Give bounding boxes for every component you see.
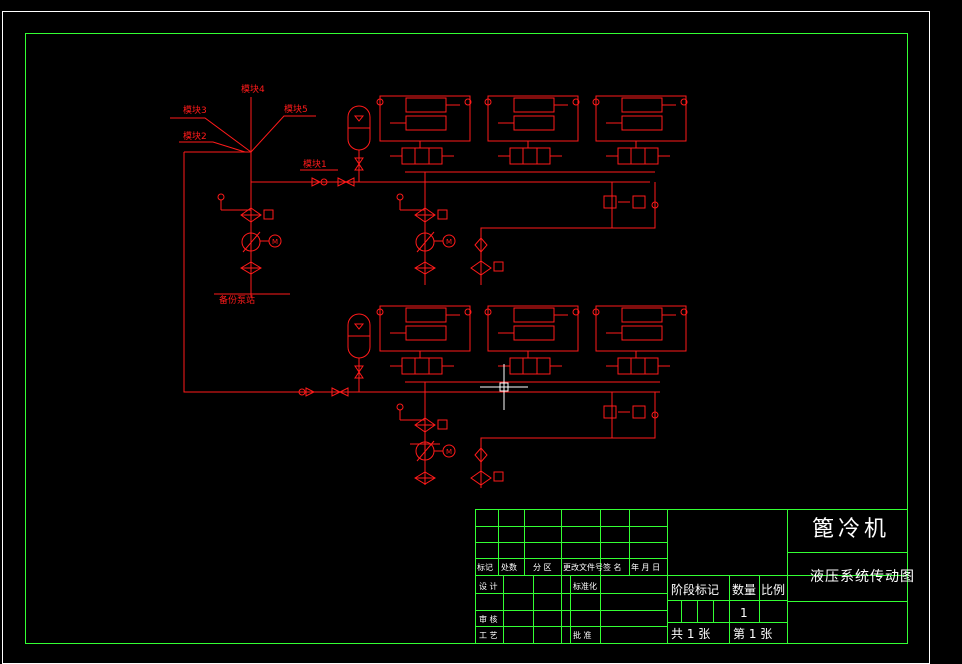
module-leaders <box>170 97 316 153</box>
review-label: 审 核 <box>479 614 498 624</box>
label-block3: 模块3 <box>183 104 207 116</box>
stage-mark-label: 阶段标记 <box>671 582 719 597</box>
label-block5: 模块5 <box>284 103 308 115</box>
svg-text:M: M <box>446 448 452 456</box>
actuator-group-lower-2 <box>484 305 580 375</box>
title-block: 标记 处数 分 区 更改文件号 签 名 年 月 日 设 计 标准化 审 核 工 … <box>475 509 915 644</box>
label-block2: 模块2 <box>183 130 207 142</box>
actuator-group-lower-1 <box>376 305 472 375</box>
quantity-label: 数量 <box>732 582 756 597</box>
label-block1: 模块1 <box>303 158 327 170</box>
actuator-group-upper-2 <box>484 95 580 165</box>
process-label: 工 艺 <box>479 631 498 640</box>
sheet-number: 第 1 张 <box>733 627 772 641</box>
machine-name: 篦冷机 <box>812 517 890 542</box>
svg-text:M: M <box>446 238 452 246</box>
standardize-label: 标准化 <box>573 581 597 591</box>
rev-doc-no: 更改文件号 <box>563 562 603 572</box>
hydraulic-schematic: 模块3 模块4 模块5 模块2 模块1 备份泵站 <box>170 83 688 488</box>
rev-count: 处数 <box>501 562 517 572</box>
actuator-group-upper-1 <box>376 95 472 165</box>
check-valve-upper <box>311 177 355 187</box>
pump-unit-backup: M <box>217 182 282 285</box>
inner-frame <box>25 33 908 644</box>
rev-mark: 标记 <box>477 562 493 572</box>
drawing-title: 液压系统传动图 <box>810 569 915 585</box>
design-label: 设 计 <box>479 581 498 591</box>
actuator-group-lower-3 <box>592 305 688 375</box>
accumulator-upper <box>347 105 371 182</box>
outer-frame <box>2 11 930 664</box>
pump-unit-upper: M <box>396 172 456 285</box>
return-filter-upper <box>470 182 656 285</box>
rev-zone: 分 区 <box>533 563 552 572</box>
quantity-value: 1 <box>740 606 748 620</box>
label-block4: 模块4 <box>241 83 265 95</box>
check-valve-lower <box>298 387 349 397</box>
scale-label: 比例 <box>761 583 785 597</box>
pump-unit-lower: M <box>396 382 456 485</box>
rev-sign: 签 名 <box>603 562 622 572</box>
rev-date: 年 月 日 <box>631 562 660 572</box>
return-filter-lower <box>470 392 656 488</box>
approve-label: 批 准 <box>573 630 592 640</box>
total-sheets: 共 1 张 <box>671 627 710 641</box>
return-line <box>183 152 300 393</box>
actuator-group-upper-3 <box>592 95 688 165</box>
svg-text:M: M <box>272 238 278 246</box>
relief-valves-lower <box>603 405 659 419</box>
crosshair-cursor-icon <box>480 364 528 410</box>
accumulator-lower <box>347 313 371 392</box>
relief-valves-upper <box>603 195 659 209</box>
label-pump-station: 备份泵站 <box>219 294 255 306</box>
